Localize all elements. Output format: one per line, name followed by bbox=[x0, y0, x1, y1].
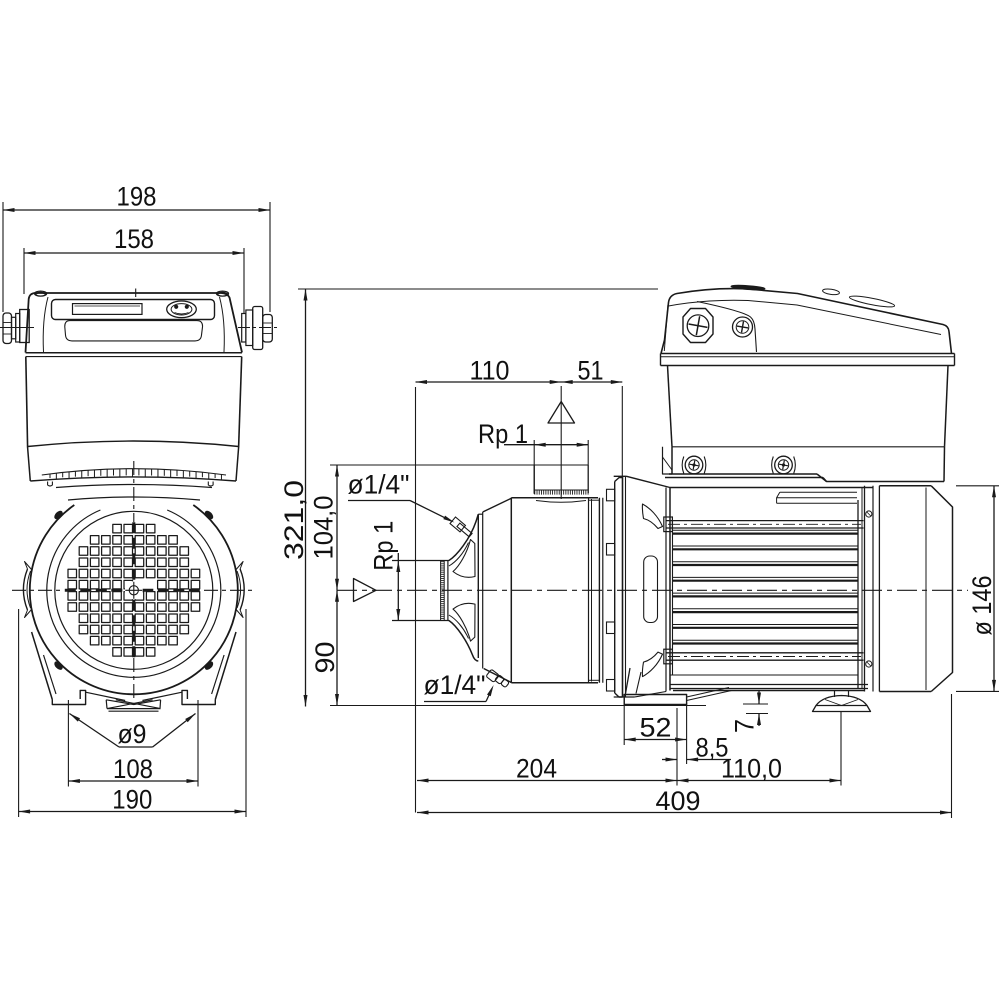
svg-text:52: 52 bbox=[640, 713, 672, 743]
svg-text:7: 7 bbox=[730, 719, 760, 733]
svg-text:Rp 1: Rp 1 bbox=[478, 419, 528, 449]
svg-text:409: 409 bbox=[656, 786, 701, 816]
svg-text:110,0: 110,0 bbox=[721, 754, 782, 784]
svg-text:204: 204 bbox=[516, 754, 557, 784]
svg-text:51: 51 bbox=[578, 356, 604, 386]
svg-text:321,0: 321,0 bbox=[279, 480, 309, 560]
svg-text:ø1/4": ø1/4" bbox=[424, 670, 486, 700]
svg-text:190: 190 bbox=[112, 785, 152, 815]
svg-text:198: 198 bbox=[117, 181, 157, 211]
svg-text:158: 158 bbox=[114, 224, 154, 254]
svg-text:108: 108 bbox=[113, 754, 153, 784]
svg-text:90: 90 bbox=[310, 642, 340, 674]
svg-text:110: 110 bbox=[470, 356, 510, 386]
svg-text:ø 146: ø 146 bbox=[967, 576, 997, 636]
svg-text:Rp 1: Rp 1 bbox=[369, 521, 399, 571]
svg-text:8,5: 8,5 bbox=[696, 733, 729, 763]
svg-text:ø9: ø9 bbox=[118, 719, 147, 749]
svg-text:ø1/4": ø1/4" bbox=[348, 470, 410, 500]
svg-text:104,0: 104,0 bbox=[309, 496, 339, 560]
